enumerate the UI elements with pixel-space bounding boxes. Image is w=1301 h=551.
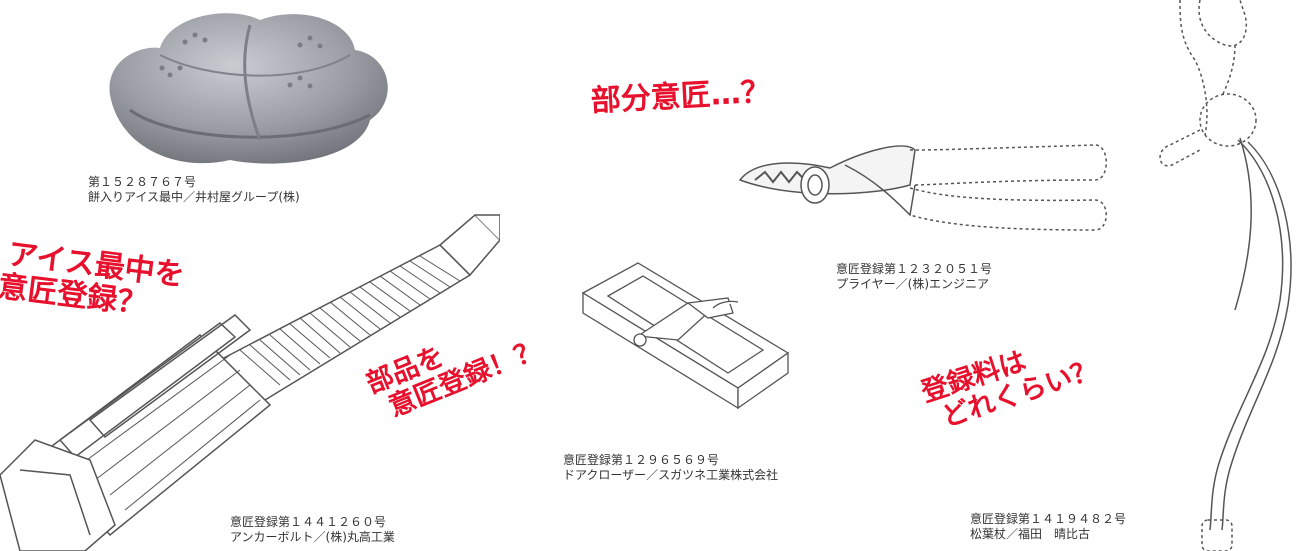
door-closer-caption-title: ドアクローザー／スガツネ工業株式会社: [563, 468, 779, 482]
crutch-illustration: [1159, 0, 1292, 551]
cane-caption: 意匠登録第１４１９４８２号 松葉杖／福田 晴比古: [970, 512, 1126, 542]
anchor-bolt-caption-title: アンカーボルト／(株)丸高工業: [230, 530, 395, 544]
cane-caption-number: 意匠登録第１４１９４８２号: [970, 512, 1127, 526]
pliers-caption-title: プライヤー／(株)エンジニア: [836, 277, 990, 291]
mochi-caption-title: 餅入りアイス最中／井村屋グループ(株): [88, 190, 300, 204]
mochi-caption: 第１５２８７６７号 餅入りアイス最中／井村屋グループ(株): [88, 175, 300, 205]
ice-monaka-illustration: [109, 13, 388, 164]
fee-callout: 登録料は どれくらい？: [918, 326, 1102, 436]
mochi-caption-number: 第１５２８７６７号: [88, 175, 197, 189]
pliers-caption-number: 意匠登録第１２３２０５１号: [836, 262, 993, 276]
anchor-bolt-caption-number: 意匠登録第１４４１２６０号: [230, 515, 387, 529]
partial-design-callout: 部分意匠…？: [589, 74, 772, 119]
partial-design-callout-text: 部分意匠…？: [589, 74, 772, 119]
door-closer-caption: 意匠登録第１２９６５６９号 ドアクローザー／スガツネ工業株式会社: [563, 453, 778, 483]
door-closer-caption-number: 意匠登録第１２９６５６９号: [563, 453, 720, 467]
cane-caption-title: 松葉杖／福田 晴比古: [970, 527, 1091, 541]
pliers-illustration: [738, 144, 1107, 231]
pliers-caption: 意匠登録第１２３２０５１号 プライヤー／(株)エンジニア: [836, 262, 992, 292]
door-closer-illustration: [581, 262, 790, 410]
anchor-bolt-illustration: [0, 213, 500, 551]
anchor-bolt-caption: 意匠登録第１４４１２６０号 アンカーボルト／(株)丸高工業: [230, 515, 395, 545]
